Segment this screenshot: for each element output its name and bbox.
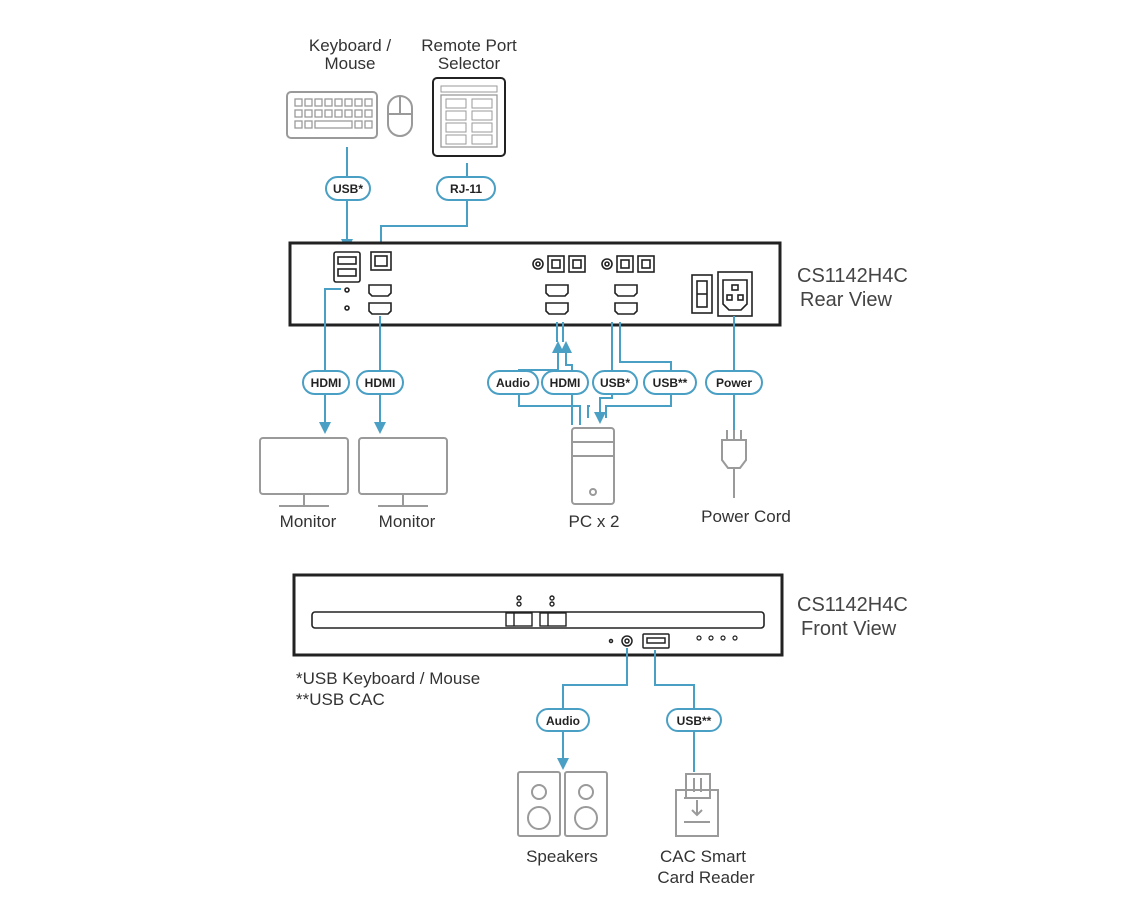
usb-pc-pill-label: USB*	[600, 376, 630, 390]
rear-pc-ports-2	[601, 255, 655, 315]
rear-unit	[288, 241, 782, 327]
monitor-2-icon	[358, 437, 448, 507]
cac-reader-label-1: CAC Smart	[660, 847, 746, 866]
speakers-icon	[517, 771, 608, 837]
audio-front-pill-label: Audio	[546, 714, 580, 728]
front-usb-port	[642, 633, 670, 649]
audio-pc-pill-label: Audio	[496, 376, 530, 390]
monitor-2-label: Monitor	[379, 512, 436, 531]
power-cord-label: Power Cord	[701, 507, 791, 526]
usb-kbm-connection: USB*	[325, 147, 371, 251]
speakers-label: Speakers	[526, 847, 598, 866]
front-unit	[292, 573, 784, 657]
monitor-1-label: Monitor	[280, 512, 337, 531]
rj11-pill-label: RJ-11	[450, 182, 482, 196]
keyboard-mouse-label-2: Mouse	[324, 54, 375, 73]
footnote-usb-keyboard-mouse: *USB Keyboard / Mouse	[296, 669, 480, 688]
rear-unit-model: CS1142H4C	[797, 265, 908, 287]
keyboard-mouse-device: Keyboard / Mouse	[286, 36, 413, 139]
front-unit-model: CS1142H4C	[797, 594, 908, 616]
front-audio-jack	[608, 635, 633, 647]
usb-kbm-pill-label: USB*	[333, 182, 363, 196]
rj11-connection: RJ-11	[380, 163, 496, 252]
footnote-usb-cac: **USB CAC	[296, 690, 385, 709]
monitor-1-icon	[259, 437, 349, 507]
remote-port-selector-device: Remote Port Selector	[421, 36, 517, 157]
usb-front-pill-label: USB**	[677, 714, 712, 728]
power-connection: Power	[705, 316, 763, 430]
hdmi-pc-pill-label: HDMI	[550, 376, 581, 390]
rear-power-switch	[691, 274, 713, 314]
front-led-indicators	[696, 635, 738, 641]
front-audio-connection: Audio	[536, 648, 628, 770]
rear-rj11-port	[370, 251, 392, 271]
pc-label: PC x 2	[568, 512, 619, 531]
remote-selector-icon	[432, 77, 506, 157]
power-plug-icon	[721, 430, 747, 498]
power-pill-label: Power	[716, 376, 752, 390]
rear-usb-ports	[333, 251, 361, 283]
cac-reader-label-2: Card Reader	[657, 868, 755, 887]
hdmi-output-connections: HDMI HDMI	[302, 288, 404, 434]
rear-unit-view: Rear View	[800, 289, 892, 311]
remote-selector-label-1: Remote Port	[421, 36, 517, 55]
front-unit-view: Front View	[801, 618, 897, 640]
keyboard-mouse-icon	[286, 91, 413, 139]
rear-pc-ports-1	[532, 255, 586, 315]
front-port-switches	[505, 595, 567, 627]
rear-hdmi-output-ports	[344, 284, 392, 315]
usb-cac-pc-pill-label: USB**	[653, 376, 688, 390]
keyboard-mouse-label-1: Keyboard /	[309, 36, 391, 55]
hdmi-out-2-pill-label: HDMI	[365, 376, 396, 390]
pc-connections: Audio HDMI USB* USB**	[487, 322, 697, 425]
hdmi-out-1-pill-label: HDMI	[311, 376, 342, 390]
front-usb-connection: USB**	[654, 650, 722, 772]
card-reader-icon	[675, 773, 719, 837]
remote-selector-label-2: Selector	[438, 54, 501, 73]
pc-tower-icon	[571, 427, 615, 505]
